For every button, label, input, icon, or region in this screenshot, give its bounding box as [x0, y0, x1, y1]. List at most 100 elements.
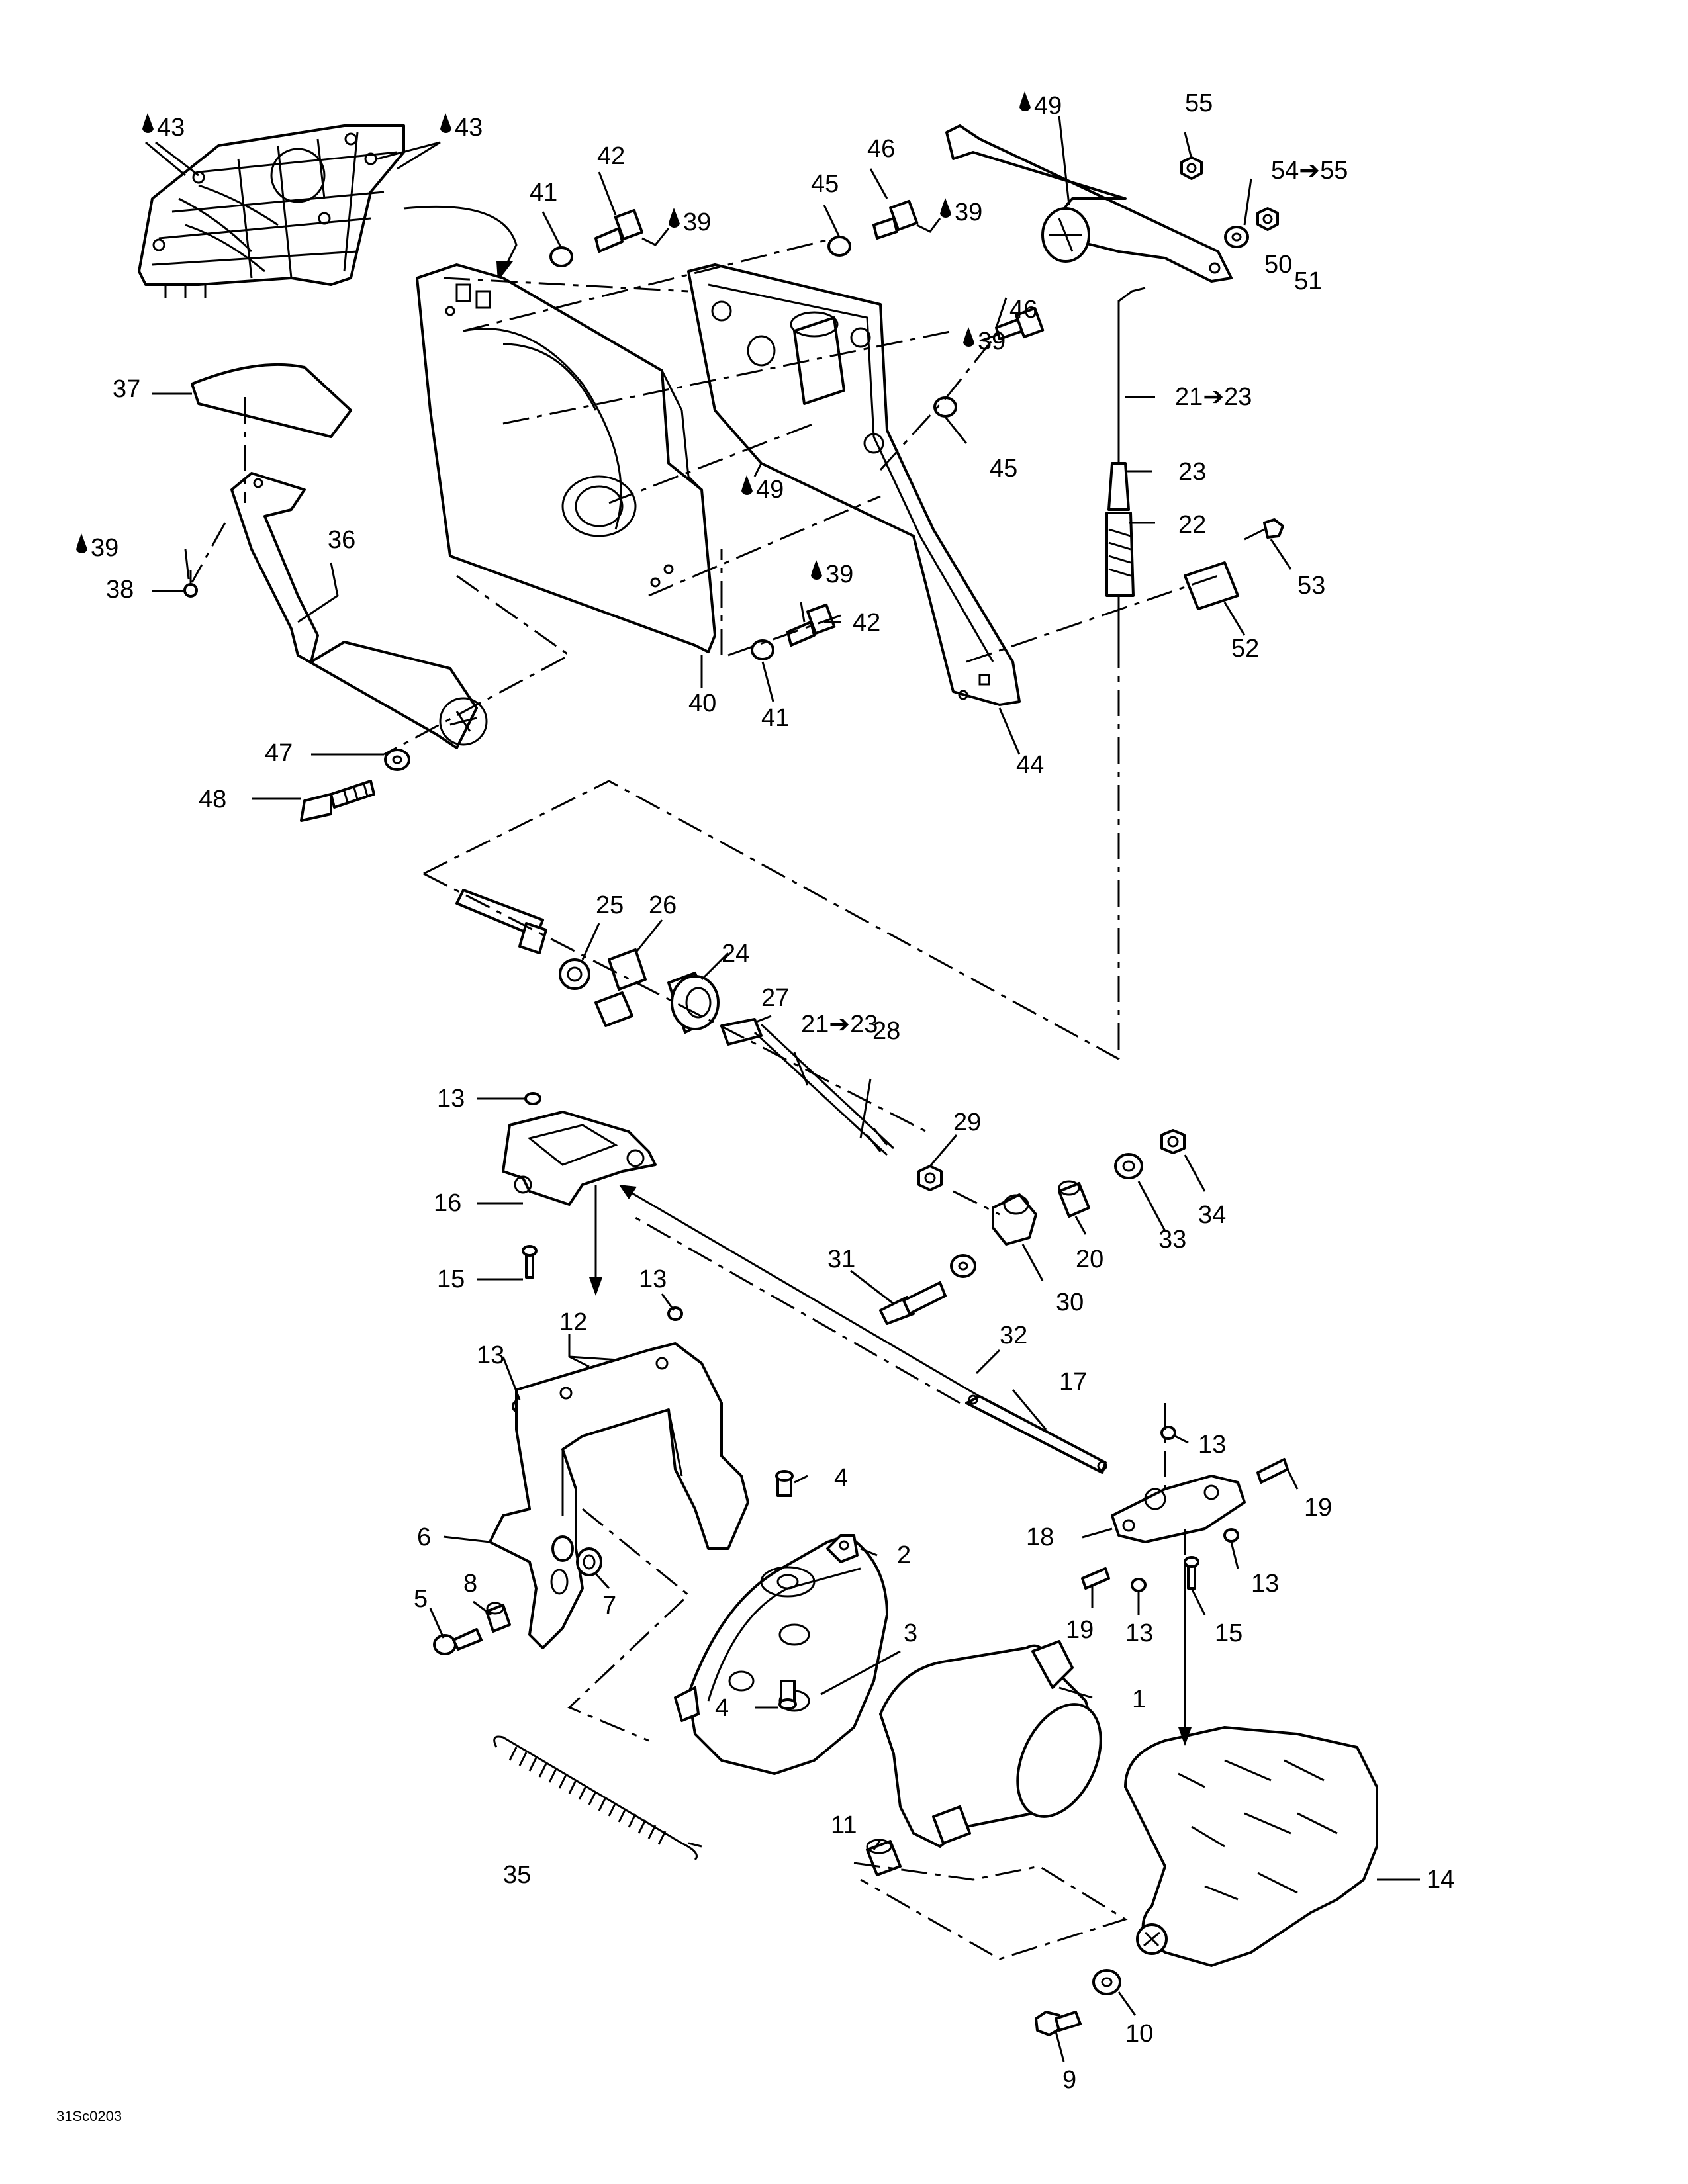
part-28-shaft	[455, 889, 547, 954]
part-7-bushing	[576, 1547, 602, 1576]
part-34-nut	[1160, 1129, 1186, 1154]
callout-c20: 20	[1076, 1246, 1103, 1273]
part-20-spacer	[1058, 1180, 1090, 1218]
callout-c21a: 21➔23	[1175, 383, 1252, 411]
callout-label: 42	[597, 142, 625, 170]
part-4-screw-bottom	[778, 1680, 797, 1710]
part-13-nut-b	[667, 1306, 683, 1321]
callout-c23: 23	[1178, 458, 1206, 486]
callout-c55: 55	[1185, 89, 1213, 117]
callout-c19a: 19	[1304, 1494, 1332, 1522]
oil-drop-icon	[963, 327, 974, 347]
callout-c15b: 15	[1215, 1619, 1243, 1647]
part-17-link	[965, 1394, 1107, 1474]
callout-label: 52	[1231, 635, 1259, 662]
part-42-bolt-mid	[786, 603, 836, 647]
callout-c49b: 49	[741, 475, 784, 504]
part-43-cover-grille	[138, 124, 405, 298]
callout-label: 46	[867, 135, 895, 163]
callout-label: 15	[437, 1265, 465, 1293]
callout-c33: 33	[1158, 1226, 1186, 1253]
callout-c13f: 13	[1125, 1619, 1153, 1647]
callout-c13a: 13	[437, 1085, 465, 1113]
arrowhead-17	[619, 1185, 637, 1199]
callout-c14: 14	[1427, 1866, 1454, 1893]
callout-label: 50	[1264, 251, 1292, 279]
callout-label: 6	[417, 1524, 431, 1551]
callout-c54: 54➔55	[1271, 157, 1348, 185]
callout-c15a: 15	[437, 1265, 465, 1293]
callout-c4b: 4	[715, 1694, 729, 1722]
callout-c47: 47	[265, 739, 293, 767]
oil-drop-icon	[811, 560, 822, 580]
callout-label: 30	[1056, 1289, 1084, 1316]
part-14-reverse-gate	[1124, 1726, 1378, 1967]
callout-label: 21➔23	[1175, 383, 1252, 411]
callout-label: 45	[990, 455, 1017, 482]
oil-drop-icon	[1019, 91, 1031, 112]
callout-c12: 12	[559, 1308, 587, 1336]
callout-label: 17	[1059, 1368, 1087, 1396]
callout-label: 43	[157, 114, 185, 142]
callout-c41a: 41	[530, 179, 557, 206]
part-53-screw	[1244, 518, 1284, 541]
part-9-bolt	[1035, 2011, 1082, 2036]
callout-c51: 51	[1294, 267, 1322, 295]
part-30-clevis	[992, 1193, 1037, 1246]
part-8-spacer	[485, 1602, 511, 1633]
part-24-fitting	[667, 972, 720, 1034]
callout-label: 27	[761, 984, 789, 1012]
callout-label: 31	[827, 1246, 855, 1273]
callout-c18: 18	[1026, 1524, 1054, 1551]
part-51-nut	[1256, 207, 1279, 231]
callout-label: 19	[1066, 1616, 1094, 1644]
part-31-bolt	[879, 1281, 947, 1325]
part-40-housing	[416, 263, 716, 653]
callout-label: 5	[414, 1585, 428, 1613]
callout-c53: 53	[1297, 572, 1325, 600]
callout-label: 41	[530, 179, 557, 206]
callout-label: 39	[91, 534, 118, 562]
part-27-rod	[720, 1018, 895, 1156]
callout-label: 36	[328, 526, 355, 554]
part-13-nut-f	[1131, 1578, 1147, 1592]
part-4-screw-top	[775, 1470, 794, 1497]
part-25-washer	[559, 958, 590, 990]
callout-c11: 11	[831, 1811, 857, 1839]
leader-lines	[145, 115, 1420, 2062]
callout-label: 21➔23	[801, 1011, 878, 1038]
callout-c45b: 45	[990, 455, 1017, 482]
part-49-lever	[945, 124, 1233, 283]
callout-c9: 9	[1062, 2066, 1076, 2094]
part-48-bolt	[300, 780, 375, 822]
arrow-17-to-16	[628, 1190, 980, 1398]
callout-label: 7	[602, 1592, 616, 1619]
callout-label: 3	[904, 1619, 917, 1647]
callout-label: 23	[1178, 458, 1206, 486]
callout-c32: 32	[1000, 1322, 1027, 1349]
callout-label: 32	[1000, 1322, 1027, 1349]
callout-c6: 6	[417, 1524, 431, 1551]
callout-label: 4	[834, 1464, 848, 1492]
callout-c22: 22	[1178, 511, 1206, 539]
callout-c30: 30	[1056, 1289, 1084, 1316]
callout-c46b: 46	[1009, 296, 1037, 324]
part-15-screw-bottom	[1184, 1556, 1199, 1590]
callout-label: 13	[1125, 1619, 1153, 1647]
callout-c21b: 21➔23	[801, 1011, 878, 1038]
callout-label: 41	[761, 704, 789, 732]
callout-label: 18	[1026, 1524, 1054, 1551]
reference-code: 31Sc0203	[56, 2108, 122, 2124]
part-35-spring	[493, 1735, 698, 1861]
callout-label: 15	[1215, 1619, 1243, 1647]
callout-c7: 7	[602, 1592, 616, 1619]
callout-c49a: 49	[1019, 91, 1062, 120]
callout-label: 45	[811, 170, 839, 198]
callout-label: 42	[853, 609, 880, 637]
callout-c29: 29	[953, 1109, 981, 1136]
callout-c8: 8	[463, 1570, 477, 1598]
oil-drop-icon	[142, 113, 154, 134]
callout-c39a: 39	[669, 208, 711, 236]
